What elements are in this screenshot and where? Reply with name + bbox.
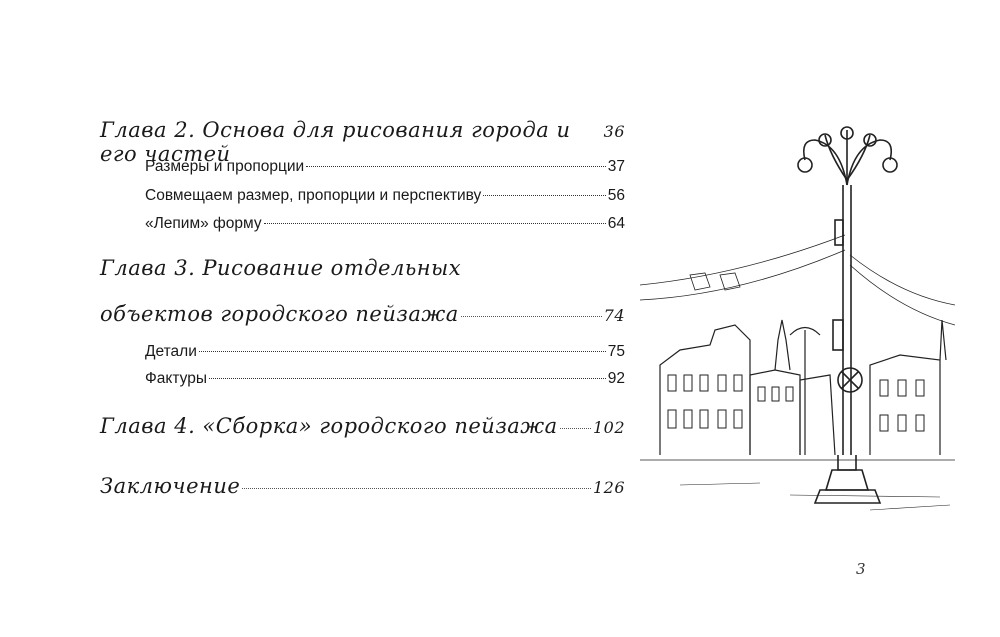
toc-chapter-2[interactable]: Глава 2. Основа для рисования города и е…: [100, 118, 625, 166]
toc-chapter-3-line1[interactable]: Глава 3. Рисование отдельных: [100, 256, 462, 280]
toc-title: Совмещаем размер, пропорции и перспектив…: [145, 187, 482, 204]
toc-page: 75: [607, 343, 625, 360]
dot-leader: [559, 428, 591, 429]
dot-leader: [306, 166, 606, 167]
toc-chapter-3[interactable]: объектов городского пейзажа 74: [100, 302, 625, 326]
dot-leader: [208, 378, 606, 379]
toc-page: 102: [592, 418, 625, 437]
toc-title: Заключение: [100, 474, 241, 498]
toc-title: Детали: [145, 343, 197, 360]
lamp-post-sketch: [797, 126, 898, 504]
toc-page: 126: [592, 478, 625, 497]
dot-leader: [198, 351, 606, 352]
dot-leader: [460, 316, 602, 317]
page-number: 3: [856, 560, 866, 578]
toc-page: 56: [607, 187, 625, 204]
toc-title: объектов городского пейзажа: [100, 302, 459, 326]
street-lamp-illustration: [640, 126, 955, 511]
toc-title: Глава 2. Основа для рисования города и е…: [100, 118, 571, 166]
toc-item[interactable]: Совмещаем размер, пропорции и перспектив…: [145, 187, 625, 205]
toc-item[interactable]: Фактуры 92: [145, 370, 625, 388]
toc-conclusion[interactable]: Заключение 126: [100, 474, 625, 498]
dot-leader: [263, 223, 606, 224]
toc-title: Фактуры: [145, 370, 207, 387]
toc-item[interactable]: Размеры и пропорции 37: [145, 158, 625, 176]
toc-page: 64: [607, 215, 625, 232]
dot-leader: [483, 195, 606, 196]
toc-item[interactable]: «Лепим» форму 64: [145, 215, 625, 233]
wires-sketch: [640, 234, 955, 326]
toc-title: Глава 4. «Сборка» городского пейзажа: [100, 414, 558, 438]
toc-chapter-4[interactable]: Глава 4. «Сборка» городского пейзажа 102: [100, 414, 625, 438]
toc-page: 74: [603, 306, 625, 325]
toc-page: 92: [607, 370, 625, 387]
buildings-sketch: [640, 319, 955, 511]
small-lamp-sketch: [789, 326, 821, 455]
toc-page: 36: [603, 122, 625, 141]
toc-title: «Лепим» форму: [145, 215, 262, 232]
dot-leader: [242, 488, 591, 489]
toc-item[interactable]: Детали 75: [145, 343, 625, 361]
toc-page: 37: [607, 158, 625, 175]
toc-title: Размеры и пропорции: [145, 158, 305, 175]
